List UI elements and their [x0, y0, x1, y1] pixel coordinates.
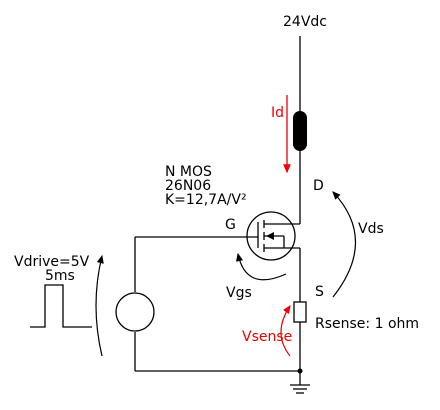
- rsense-label: Rsense: 1 ohm: [315, 316, 419, 332]
- gate-label: G: [225, 217, 236, 233]
- vgs-arrow: [235, 252, 287, 281]
- source-label: S: [315, 284, 324, 300]
- pulse-waveform-icon: [30, 284, 92, 328]
- drain-label: D: [313, 178, 324, 194]
- vdrive-arrow: [95, 254, 104, 357]
- vsense-label: Vsense: [242, 329, 292, 345]
- vds-label: Vds: [358, 221, 384, 237]
- supply-label: 24Vdc: [283, 14, 327, 30]
- mos-type-label: N MOS: [165, 164, 212, 180]
- mos-k-label: K=12,7A/V²: [165, 192, 247, 208]
- vsense-arrow: [280, 305, 291, 357]
- mosfet-body-arrow: [266, 232, 274, 240]
- pulse-duration-label: 5ms: [45, 268, 75, 284]
- mos-part-label: 26N06: [165, 178, 211, 194]
- id-label: Id: [271, 105, 284, 121]
- load-inductor: [293, 111, 307, 151]
- ground-symbol: [290, 384, 310, 394]
- vdrive-label: Vdrive=5V: [14, 254, 90, 270]
- gate-loop-wire: [134, 236, 300, 372]
- vgs-label: Vgs: [226, 285, 252, 301]
- vds-arrow: [332, 191, 357, 298]
- rsense-resistor: [293, 301, 307, 323]
- voltage-source-icon: [115, 292, 155, 332]
